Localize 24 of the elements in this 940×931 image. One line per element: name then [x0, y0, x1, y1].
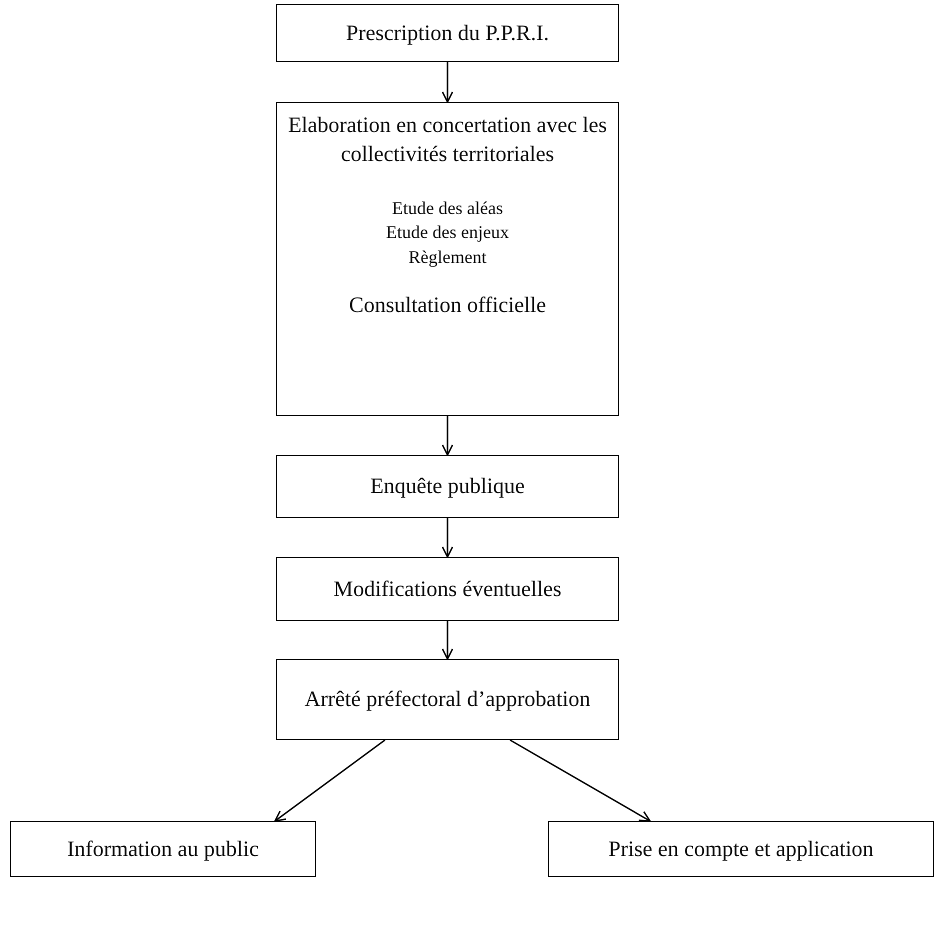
arrow [442, 621, 454, 660]
step-text: Enquête publique [370, 472, 525, 500]
process-box [276, 102, 619, 416]
process-box [276, 4, 619, 62]
step-text: Consultation officielle [349, 291, 546, 320]
sub-step-text: Règlement [408, 246, 486, 269]
step-text: Prescription du P.P.R.I. [346, 18, 549, 47]
process-box [10, 821, 316, 877]
step-text: Information au public [67, 834, 259, 863]
process-box [276, 659, 619, 740]
sub-step-text: Etude des enjeux [386, 221, 509, 244]
process-box [276, 557, 619, 621]
arrow [442, 416, 454, 456]
sub-step-text: Etude des aléas [392, 197, 503, 220]
arrow [510, 739, 651, 822]
step-text: Arrêté préfectoral d’approbation [304, 685, 590, 714]
process-box [276, 455, 619, 518]
arrow [442, 518, 454, 558]
step-text: Modifications éventuelles [334, 574, 562, 603]
step-text: Prise en compte et application [608, 834, 874, 863]
process-box [548, 821, 934, 877]
step-text: Elaboration en concertation avec les collectivités territoriales [287, 111, 608, 168]
arrow [442, 62, 454, 103]
arrow [274, 739, 386, 822]
